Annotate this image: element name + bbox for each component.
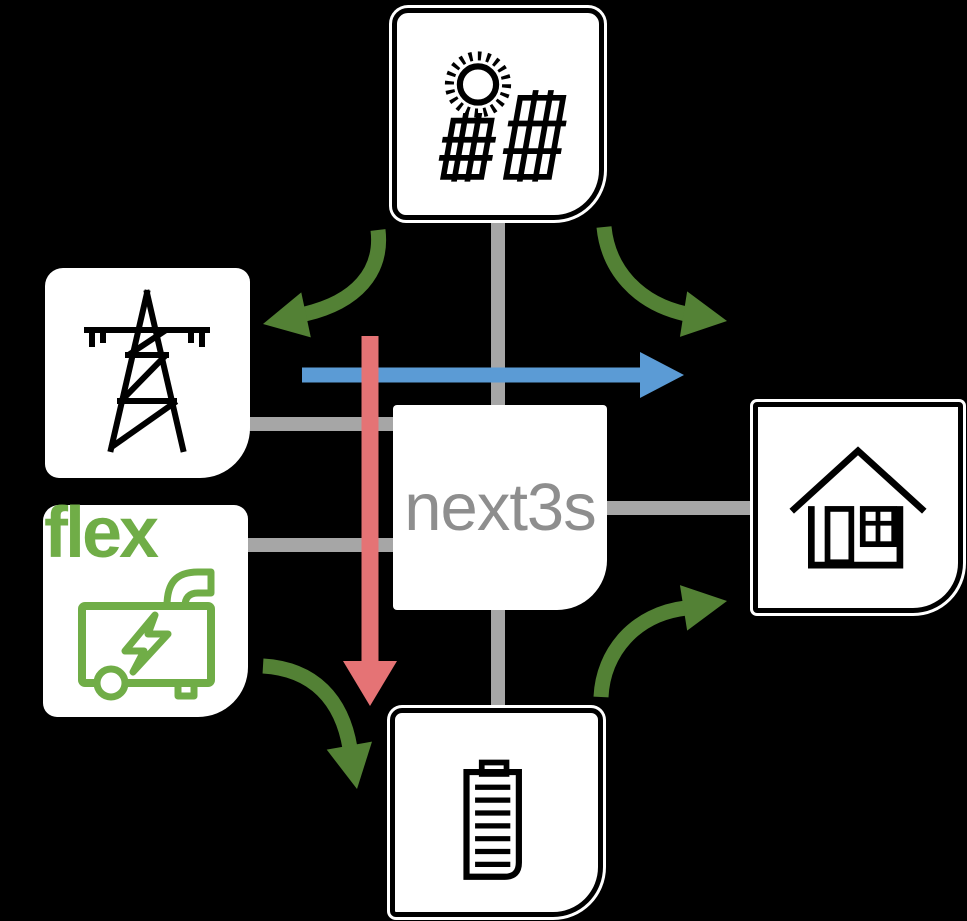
house-icon bbox=[789, 446, 927, 569]
generator-icon bbox=[78, 568, 215, 701]
arrow-green-head-right bbox=[679, 291, 727, 337]
arrow-green-head-left bbox=[263, 292, 311, 338]
arrow-blue-right bbox=[302, 352, 684, 398]
solar-panel-icon bbox=[438, 51, 567, 182]
arrow-green-head-up-right bbox=[679, 585, 727, 631]
grid-node bbox=[45, 268, 250, 478]
pv-node bbox=[392, 8, 604, 220]
battery-icon bbox=[463, 759, 522, 880]
transmission-tower-icon bbox=[84, 289, 210, 453]
arrow-green-pv-to-grid bbox=[303, 229, 387, 322]
arrow-green-pv-to-house bbox=[596, 226, 688, 322]
arrow-red-head bbox=[343, 661, 397, 706]
house-node bbox=[753, 402, 963, 613]
flex-node: flex bbox=[43, 497, 248, 717]
arrow-red-down bbox=[343, 336, 397, 706]
arrow-blue-head bbox=[640, 352, 684, 398]
arrow-green-head-down bbox=[326, 741, 373, 789]
inverter-node: next3s bbox=[393, 405, 607, 610]
battery-node bbox=[390, 708, 603, 917]
flex-label: flex bbox=[44, 493, 159, 573]
inverter-label: next3s bbox=[404, 470, 596, 545]
arrow-green-battery-to-house bbox=[593, 600, 688, 698]
arrow-green-flex-to-battery bbox=[262, 658, 358, 750]
